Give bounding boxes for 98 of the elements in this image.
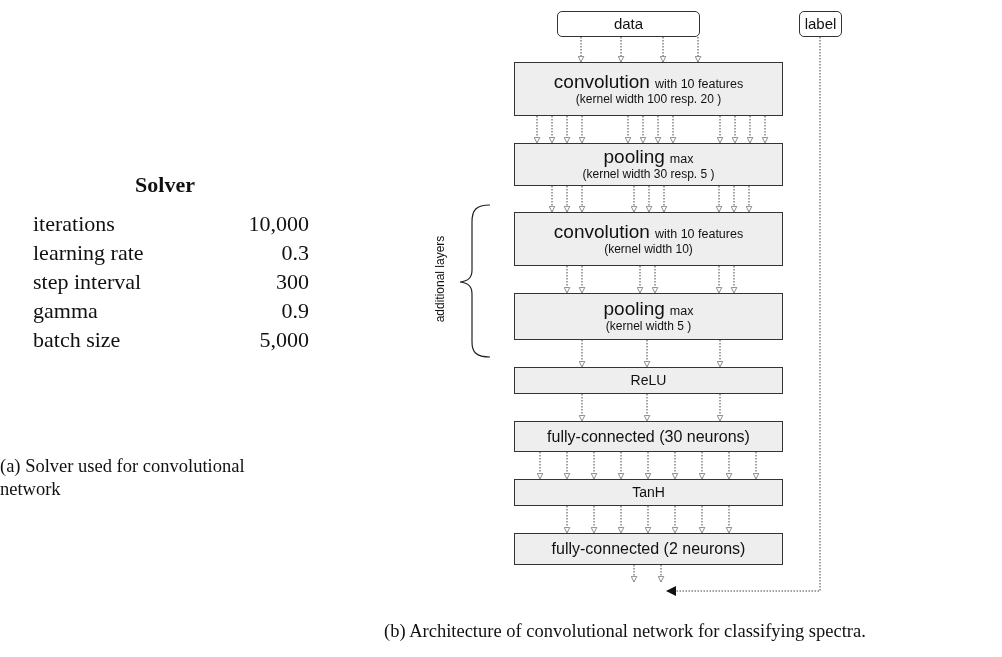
layer-name: TanH bbox=[632, 484, 665, 501]
arrow bbox=[746, 115, 754, 144]
arrow bbox=[630, 185, 638, 213]
arrow bbox=[617, 505, 625, 534]
arrow bbox=[671, 505, 679, 534]
arrow bbox=[578, 265, 586, 294]
arrow bbox=[548, 115, 556, 144]
layer-box bbox=[514, 293, 783, 340]
arrow bbox=[578, 185, 586, 213]
caption: (b) Architecture of convolutional network for classifying spectra. bbox=[384, 620, 867, 643]
arrow bbox=[617, 451, 625, 480]
input-label: data bbox=[613, 15, 644, 33]
arrow bbox=[694, 36, 702, 63]
arrow bbox=[563, 451, 571, 480]
arrow bbox=[730, 265, 738, 294]
layer-name: fully-connected (2 neurons) bbox=[551, 540, 746, 558]
arrow bbox=[659, 36, 667, 63]
arrow bbox=[636, 265, 644, 294]
layer-box bbox=[514, 479, 783, 506]
arrow bbox=[536, 451, 544, 480]
arrow bbox=[563, 505, 571, 534]
layer-box bbox=[514, 367, 783, 394]
layer-parameters: (kernel width 30 resp. 5 ) bbox=[582, 168, 715, 182]
arrow bbox=[617, 36, 625, 63]
arrow bbox=[654, 115, 662, 144]
arrow bbox=[644, 451, 652, 480]
arrow bbox=[716, 115, 724, 144]
arrow bbox=[698, 505, 706, 534]
arrow bbox=[671, 451, 679, 480]
arrow bbox=[624, 115, 632, 144]
arrow bbox=[643, 339, 651, 368]
parameter-name: iterations bbox=[33, 211, 115, 237]
arrow bbox=[715, 185, 723, 213]
arrow bbox=[548, 185, 556, 213]
arrow bbox=[578, 339, 586, 368]
parameter-name: step interval bbox=[33, 269, 142, 295]
arrow bbox=[716, 393, 724, 422]
arrow bbox=[725, 451, 733, 480]
parameter-value: 0.3 bbox=[281, 240, 309, 266]
arrow bbox=[669, 115, 677, 144]
arrow bbox=[563, 115, 571, 144]
arrow bbox=[639, 115, 647, 144]
arrow bbox=[578, 393, 586, 422]
parameter-value: 5,000 bbox=[259, 327, 309, 353]
parameter-name: learning rate bbox=[33, 240, 144, 266]
arrow bbox=[698, 451, 706, 480]
layer-parameters: (kernel width 10) bbox=[604, 242, 693, 257]
parameter-value: 0.9 bbox=[281, 298, 309, 324]
arrow bbox=[563, 265, 571, 294]
layer-detail: max bbox=[669, 152, 694, 167]
layer-box bbox=[514, 421, 783, 452]
layer-name: pooling bbox=[603, 146, 665, 168]
caption: (a) Solver used for convolutional network bbox=[0, 455, 246, 501]
layer-name: fully-connected (30 neurons) bbox=[547, 427, 750, 446]
arrow bbox=[577, 36, 585, 63]
arrow bbox=[533, 115, 541, 144]
layer-detail: with 10 features bbox=[654, 76, 744, 91]
layer-name: pooling bbox=[603, 298, 665, 320]
arrow bbox=[725, 505, 733, 534]
layer-box bbox=[514, 212, 783, 266]
arrow bbox=[660, 185, 668, 213]
input-box bbox=[557, 11, 700, 37]
parameter-name: gamma bbox=[33, 298, 98, 324]
arrow bbox=[715, 265, 723, 294]
layer-detail: max bbox=[669, 304, 694, 319]
input-label: label bbox=[804, 15, 837, 33]
layer-box bbox=[514, 533, 783, 565]
arrow bbox=[590, 505, 598, 534]
layer-name: ReLU bbox=[630, 372, 667, 389]
arrow bbox=[630, 564, 638, 583]
layer-name: convolution bbox=[553, 220, 650, 242]
parameter-value: 10,000 bbox=[248, 211, 309, 237]
arrow bbox=[643, 393, 651, 422]
arrow bbox=[644, 505, 652, 534]
arrow bbox=[716, 339, 724, 368]
arrow bbox=[657, 564, 665, 583]
arrow bbox=[651, 265, 659, 294]
arrow bbox=[645, 185, 653, 213]
arrow bbox=[590, 451, 598, 480]
arrow bbox=[731, 115, 739, 144]
input-box bbox=[799, 11, 842, 37]
arrow bbox=[666, 36, 821, 596]
arrow bbox=[730, 185, 738, 213]
layer-name: convolution bbox=[553, 70, 650, 92]
layer-parameters: (kernel width 5 ) bbox=[605, 320, 692, 334]
arrow bbox=[563, 185, 571, 213]
parameter-name: batch size bbox=[33, 327, 121, 353]
arrow bbox=[578, 115, 586, 144]
layer-parameters: (kernel width 100 resp. 20 ) bbox=[575, 92, 722, 107]
parameter-value: 300 bbox=[276, 269, 309, 295]
brace-label: additional layers bbox=[433, 234, 447, 325]
table-title: Solver bbox=[134, 172, 196, 198]
arrow bbox=[761, 115, 769, 144]
arrow bbox=[752, 451, 760, 480]
layer-box bbox=[514, 62, 783, 116]
layer-box bbox=[514, 143, 783, 186]
arrow bbox=[745, 185, 753, 213]
layer-detail: with 10 features bbox=[654, 226, 744, 241]
